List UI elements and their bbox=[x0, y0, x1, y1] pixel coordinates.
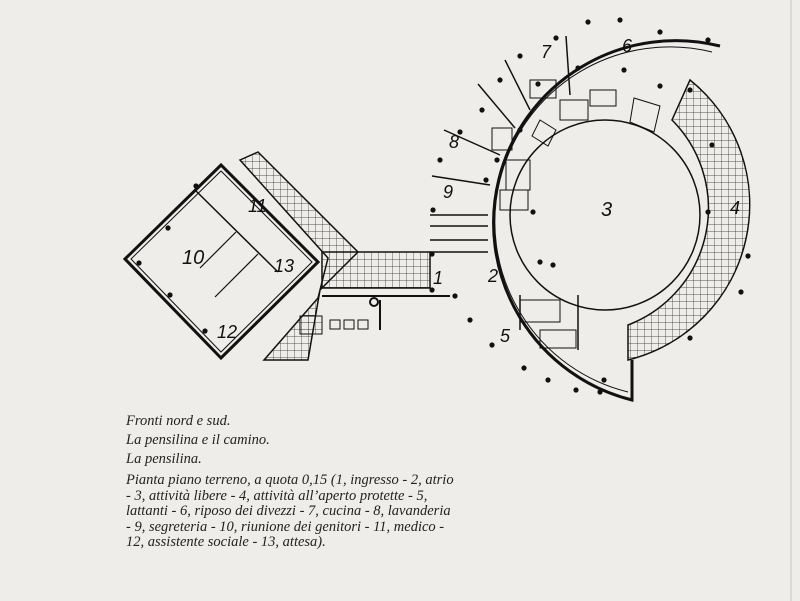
room-label-3: 3 bbox=[601, 199, 612, 221]
room-label-13: 13 bbox=[274, 256, 294, 276]
caption-plan-description: Pianta piano terreno, a quota 0,15 (1, i… bbox=[126, 472, 454, 550]
columns bbox=[429, 17, 711, 395]
room-label-6: 6 bbox=[622, 36, 633, 56]
room-label-4: 4 bbox=[730, 198, 740, 218]
interior-fixtures bbox=[491, 79, 661, 349]
room-label-5: 5 bbox=[500, 326, 511, 346]
room-label-1: 1 bbox=[433, 268, 443, 288]
caption-line-2: La pensilina e il camino. bbox=[126, 432, 270, 448]
room-label-10: 10 bbox=[182, 247, 204, 269]
connecting-corridor bbox=[299, 251, 450, 335]
page-edge bbox=[790, 0, 792, 601]
room-label-11: 11 bbox=[248, 196, 267, 216]
caption-line-1: Fronti nord e sud. bbox=[126, 413, 231, 429]
room-label-9: 9 bbox=[443, 182, 453, 202]
room-label-12: 12 bbox=[217, 322, 237, 342]
room-label-8: 8 bbox=[449, 132, 459, 152]
caption-line-3: La pensilina. bbox=[126, 451, 202, 467]
floor-plan: 1 2 3 4 5 6 7 8 9 10 11 12 13 bbox=[122, 17, 751, 402]
radial-walls bbox=[430, 35, 579, 350]
room-label-7: 7 bbox=[541, 42, 552, 62]
left-wing bbox=[122, 162, 321, 361]
outdoor-ring bbox=[627, 78, 751, 361]
room-label-2: 2 bbox=[487, 266, 498, 286]
room-labels: 1 2 3 4 5 6 7 8 9 10 11 12 13 bbox=[182, 36, 740, 346]
caption-block: Fronti nord e sud. La pensilina e il cam… bbox=[126, 412, 486, 551]
circular-building bbox=[492, 39, 721, 402]
